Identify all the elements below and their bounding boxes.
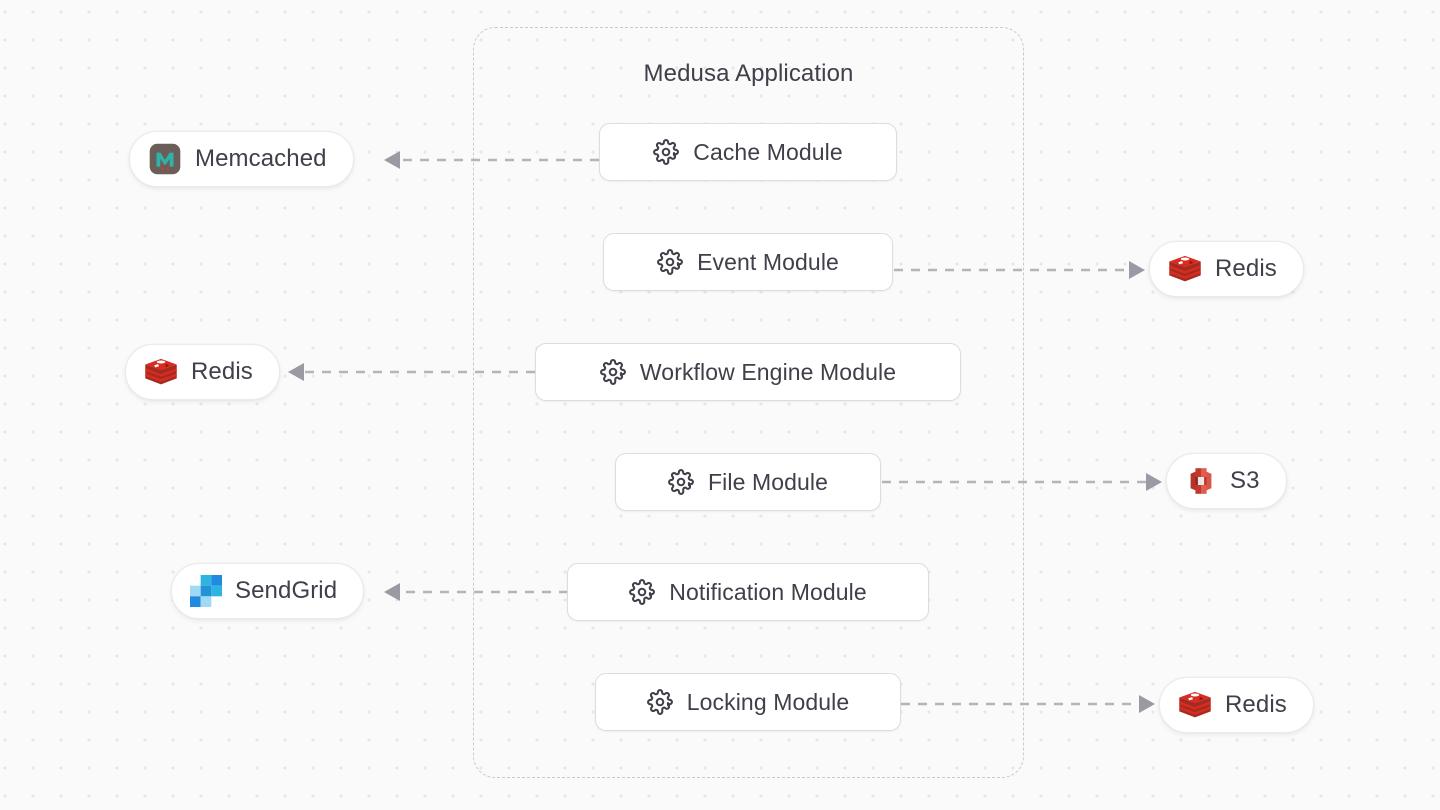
gear-icon — [657, 249, 683, 275]
service-label: SendGrid — [235, 577, 338, 604]
redis-logo — [144, 355, 178, 389]
service-label: Redis — [1215, 255, 1277, 282]
service-label: S3 — [1230, 467, 1260, 494]
gear-icon — [599, 359, 626, 385]
service-label: Memcached — [195, 145, 327, 172]
module-label: File Module — [708, 468, 828, 495]
redis-logo — [1168, 252, 1202, 286]
sendgrid-logo — [190, 575, 222, 607]
module-event[interactable]: Event Module — [603, 233, 893, 291]
module-cache[interactable]: Cache Module — [599, 123, 897, 181]
module-label: Notification Module — [669, 578, 867, 605]
medusa-application-container: Medusa Application — [473, 27, 1024, 778]
service-sendgrid-left[interactable]: SendGrid — [171, 563, 365, 619]
module-label: Cache Module — [693, 138, 843, 165]
service-redis-right-2[interactable]: Redis — [1159, 677, 1314, 733]
gear-icon — [646, 689, 673, 715]
service-s3-right[interactable]: S3 — [1166, 453, 1287, 509]
module-notification[interactable]: Notification Module — [567, 563, 929, 621]
module-file[interactable]: File Module — [615, 453, 881, 511]
service-redis-right-1[interactable]: Redis — [1149, 241, 1304, 297]
gear-icon — [629, 579, 656, 605]
memcached-logo — [148, 142, 182, 176]
module-workflow[interactable]: Workflow Engine Module — [535, 343, 961, 401]
service-redis-left-1[interactable]: Redis — [125, 344, 280, 400]
s3-logo — [1185, 465, 1217, 497]
service-memcached-left[interactable]: Memcached — [129, 131, 354, 187]
gear-icon — [653, 139, 680, 165]
module-locking[interactable]: Locking Module — [595, 673, 901, 731]
service-label: Redis — [191, 358, 253, 385]
gear-icon — [668, 469, 694, 495]
redis-logo — [1178, 688, 1212, 722]
page-title: Medusa Application — [643, 60, 854, 87]
module-label: Locking Module — [686, 688, 850, 715]
module-label: Workflow Engine Module — [639, 358, 897, 385]
service-label: Redis — [1225, 691, 1287, 718]
module-label: Event Module — [697, 248, 839, 275]
